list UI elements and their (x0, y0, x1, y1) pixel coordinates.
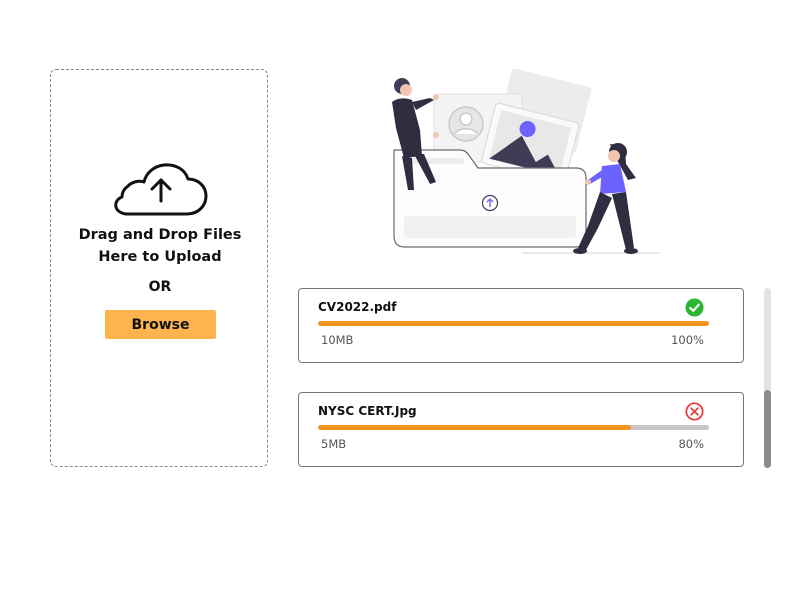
file-name: CV2022.pdf (318, 300, 397, 314)
file-item-cv2022: CV2022.pdf 10MB 100% (298, 288, 744, 363)
check-circle-icon (685, 298, 704, 317)
cloud-upload-icon (114, 163, 208, 216)
or-label: OR (148, 279, 172, 295)
upload-illustration (392, 68, 660, 254)
drop-instruction: Drag and Drop Files Here to Upload (78, 227, 242, 265)
browse-button[interactable]: Browse (105, 310, 216, 339)
progress-fill (318, 321, 709, 326)
x-circle-icon[interactable] (685, 402, 704, 421)
progress-percent: 100% (671, 333, 704, 347)
file-name: NYSC CERT.Jpg (318, 404, 417, 418)
file-item-nysc-cert: NYSC CERT.Jpg 5MB 80% (298, 392, 744, 467)
progress-track (318, 321, 709, 326)
file-list-scrollbar[interactable] (764, 288, 771, 468)
progress-percent: 80% (678, 437, 704, 451)
scrollbar-thumb[interactable] (764, 390, 771, 468)
progress-track (318, 425, 709, 430)
file-size: 5MB (321, 437, 347, 451)
file-size: 10MB (321, 333, 354, 347)
progress-fill (318, 425, 631, 430)
drop-zone[interactable]: Drag and Drop Files Here to Upload OR Br… (50, 69, 268, 467)
